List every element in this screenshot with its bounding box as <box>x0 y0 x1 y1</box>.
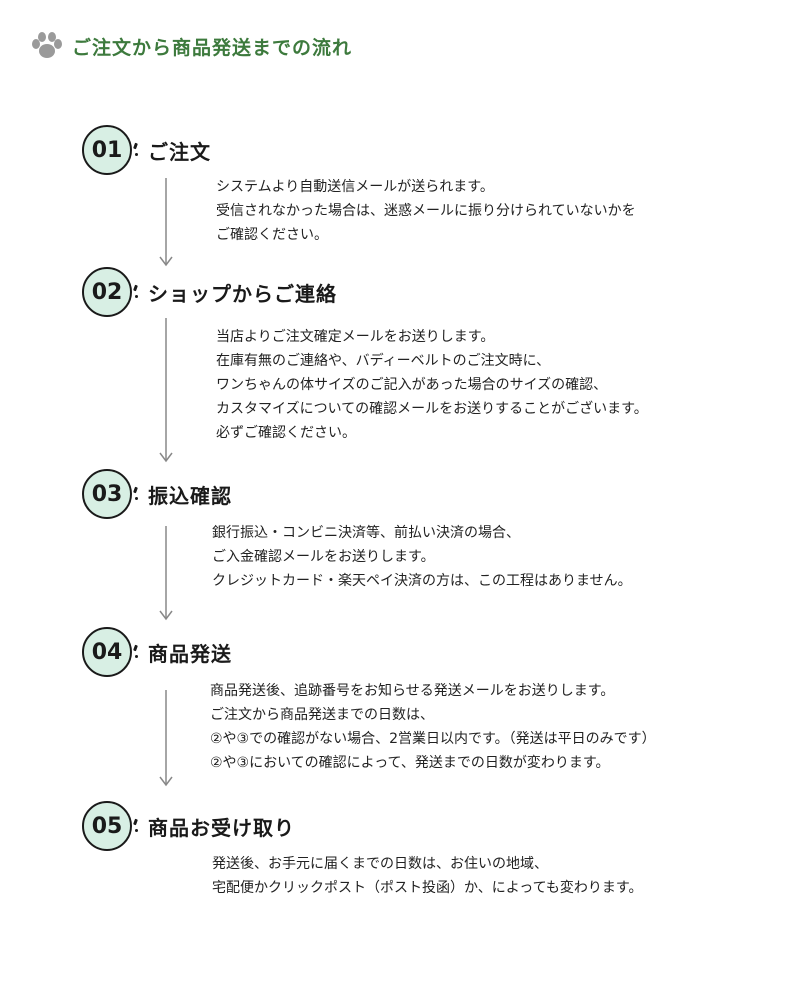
description-line: 宅配便かクリックポスト（ポスト投函）か、によっても変わります。 <box>212 880 643 896</box>
step-title: ショップからご連絡 <box>148 281 337 306</box>
description-line: システムより自動送信メールが送られます。 <box>216 179 494 195</box>
step-title: 振込確認 <box>148 483 232 508</box>
step-description: 発送後、お手元に届くまでの日数は、お住いの地域、 宅配便かクリックポスト（ポスト… <box>212 852 643 900</box>
step-number-badge: 02 <box>82 267 132 317</box>
description-line: カスタマイズについての確認メールをお送りすることがございます。 <box>216 401 648 417</box>
step-description: システムより自動送信メールが送られます。 受信されなかった場合は、迷惑メールに振… <box>216 175 636 247</box>
down-arrow-icon <box>159 526 173 622</box>
paw-icon <box>32 32 62 58</box>
description-line: 在庫有無のご連絡や、バディーベルトのご注文時に、 <box>216 353 551 369</box>
description-line: 当店よりご注文確定メールをお送りします。 <box>216 329 495 345</box>
step-number-badge: 05 <box>82 801 132 851</box>
description-line: 必ずご確認ください。 <box>216 425 356 441</box>
step-description: 銀行振込・コンビニ決済等、前払い決済の場合、 ご入金確認メールをお送りします。 … <box>212 521 632 593</box>
description-line: ワンちゃんの体サイズのご記入があった場合のサイズの確認、 <box>216 377 608 393</box>
down-arrow-icon <box>159 178 173 268</box>
step-description: 商品発送後、追跡番号をお知らせる発送メールをお送りします。 ご注文から商品発送ま… <box>210 679 656 775</box>
down-arrow-icon <box>159 318 173 464</box>
flow-step-3: 03 振込確認 <box>82 466 782 522</box>
flow-step-2: 02 ショップからご連絡 <box>82 264 782 320</box>
step-description: 当店よりご注文確定メールをお送りします。 在庫有無のご連絡や、バディーベルトのご… <box>216 325 648 445</box>
description-line: 商品発送後、追跡番号をお知らせる発送メールをお送りします。 <box>210 683 615 699</box>
description-line: クレジットカード・楽天ペイ決済の方は、この工程はありません。 <box>212 573 632 589</box>
section-header: ご注文から商品発送までの流れ <box>30 26 352 66</box>
badge-tick-mark <box>135 285 138 299</box>
flow-step-4: 04 商品発送 <box>82 624 782 680</box>
description-line: ②や③での確認がない場合、2営業日以内です。（発送は平日のみです） <box>210 731 656 747</box>
step-number-badge: 04 <box>82 627 132 677</box>
step-number-badge: 03 <box>82 469 132 519</box>
step-title: ご注文 <box>148 139 211 164</box>
badge-tick-mark <box>135 487 138 501</box>
flow-step-5: 05 商品お受け取り <box>82 798 782 854</box>
description-line: ご注文から商品発送までの日数は、 <box>210 707 434 723</box>
description-line: ご確認ください。 <box>216 227 328 243</box>
description-line: 受信されなかった場合は、迷惑メールに振り分けられていないかを <box>216 203 636 219</box>
badge-tick-mark <box>135 645 138 659</box>
step-title: 商品お受け取り <box>148 815 295 840</box>
description-line: ご入金確認メールをお送りします。 <box>212 549 435 565</box>
page-title: ご注文から商品発送までの流れ <box>72 36 353 59</box>
flow-step-1: 01 ご注文 <box>82 122 782 178</box>
step-number-badge: 01 <box>82 125 132 175</box>
step-title: 商品発送 <box>148 641 232 666</box>
description-line: 銀行振込・コンビニ決済等、前払い決済の場合、 <box>212 525 520 541</box>
down-arrow-icon <box>159 690 173 788</box>
badge-tick-mark <box>135 819 138 833</box>
badge-tick-mark <box>135 143 138 157</box>
description-line: 発送後、お手元に届くまでの日数は、お住いの地域、 <box>212 856 548 872</box>
description-line: ②や③においての確認によって、発送までの日数が変わります。 <box>210 755 610 771</box>
